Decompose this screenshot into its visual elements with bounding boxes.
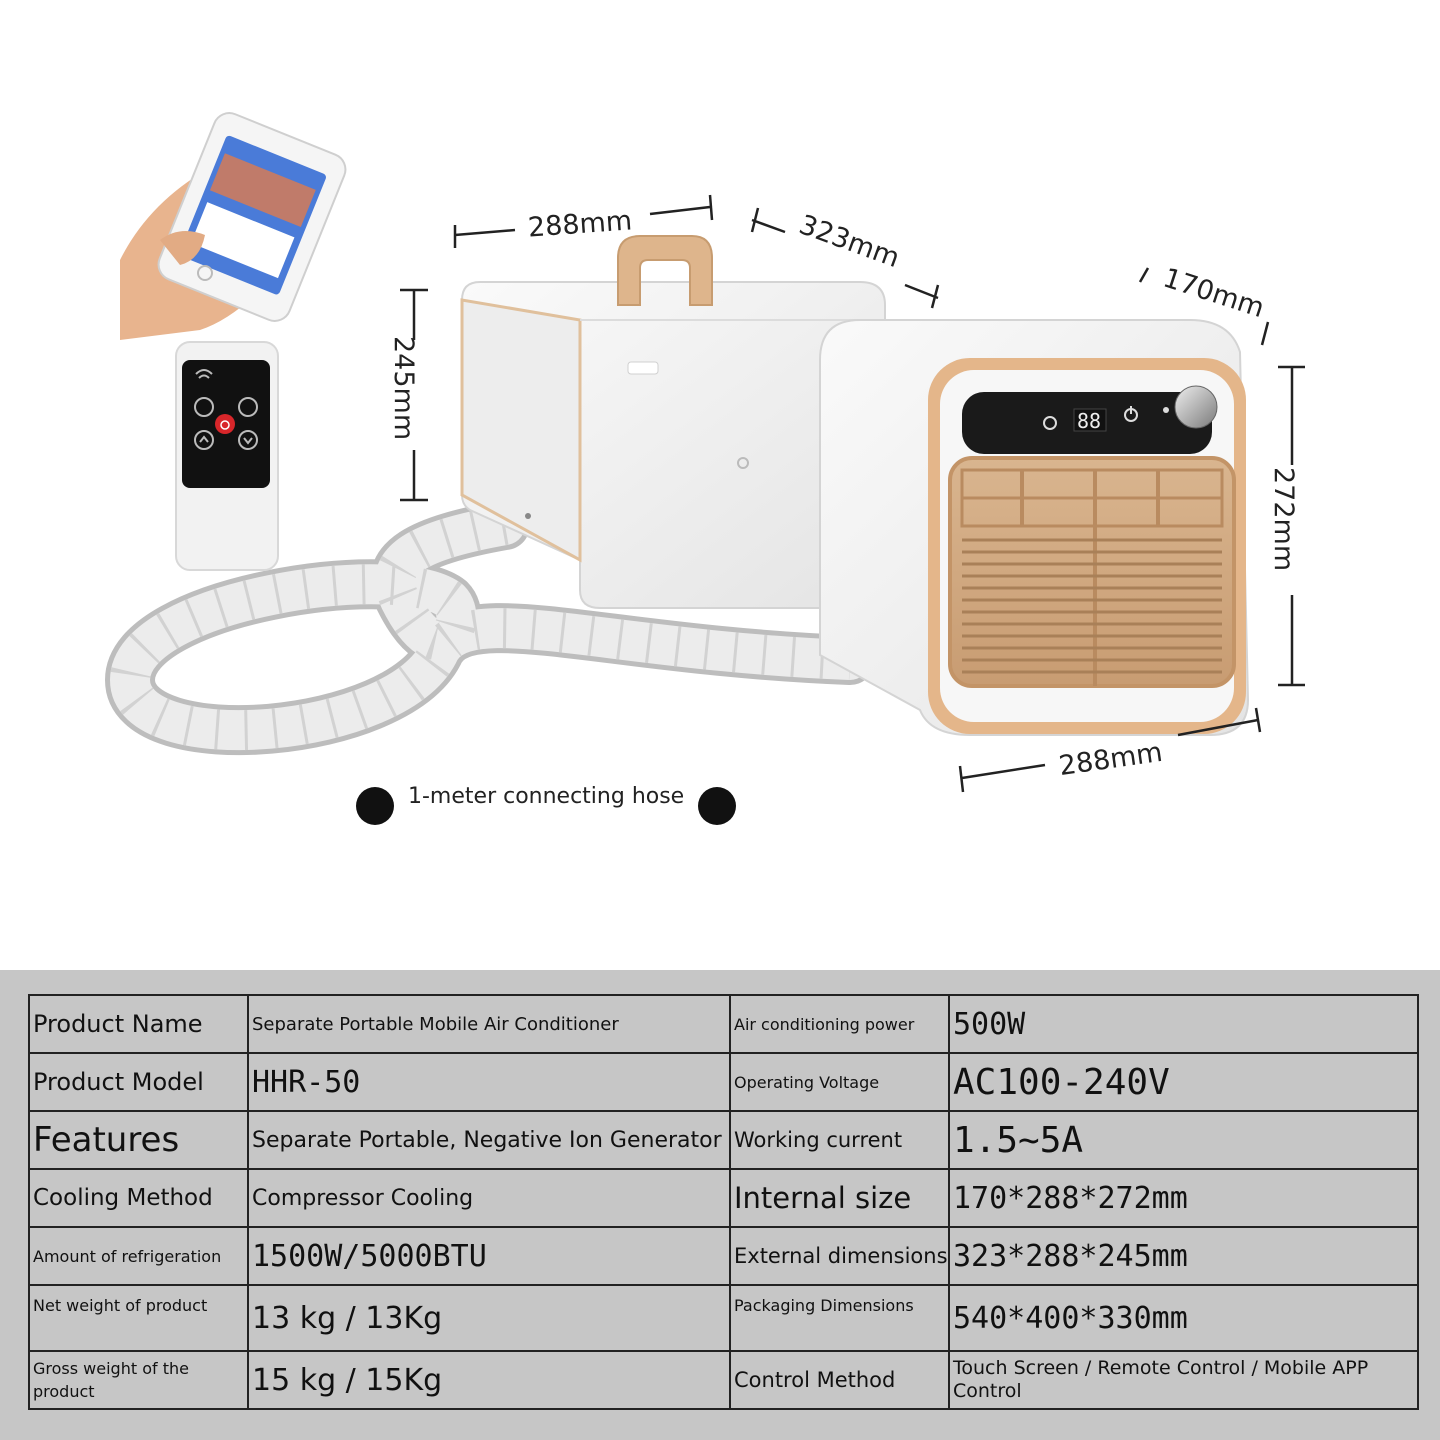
display-digits: 88 — [1077, 409, 1101, 433]
spec-value: 15 kg / 15Kg — [247, 1350, 731, 1410]
spec-value: 323*288*245mm — [948, 1226, 1419, 1286]
hose-label: 1-meter connecting hose — [408, 784, 684, 809]
dim-main-width: 288mm — [527, 205, 633, 243]
spec-value: 13 kg / 13Kg — [247, 1284, 731, 1352]
spec-table: Product Name Separate Portable Mobile Ai… — [28, 994, 1419, 1410]
bullet-right — [698, 787, 736, 825]
spec-label: Product Model — [28, 1052, 249, 1112]
dimension-lines — [400, 194, 1305, 793]
dim-main-depth: 323mm — [795, 209, 903, 274]
spec-label: Packaging Dimensions — [729, 1284, 950, 1352]
spec-value: 170*288*272mm — [948, 1168, 1419, 1228]
spec-value: Compressor Cooling — [247, 1168, 731, 1228]
table-row: Features Separate Portable, Negative Ion… — [28, 1110, 1419, 1170]
dim-main-height: 245mm — [388, 336, 419, 440]
remote-control — [175, 341, 279, 571]
spec-value: 540*400*330mm — [948, 1284, 1419, 1352]
wifi-icon — [195, 369, 213, 379]
spec-label: External dimensions — [729, 1226, 950, 1286]
air-outlet-grille — [948, 456, 1236, 688]
control-knob — [1174, 385, 1218, 429]
table-row: Cooling Method Compressor Cooling Intern… — [28, 1168, 1419, 1228]
indoor-unit: 88 — [819, 319, 1250, 736]
timer-icon — [194, 397, 214, 417]
power-icon — [1124, 406, 1138, 422]
table-row: Net weight of product 13 kg / 13Kg Packa… — [28, 1284, 1419, 1352]
dim-unit-width: 288mm — [1057, 737, 1164, 782]
connecting-hose — [104, 500, 875, 756]
spec-value: 500W — [948, 994, 1419, 1054]
spec-label: Working current — [729, 1110, 950, 1170]
spec-label: Operating Voltage — [729, 1052, 950, 1112]
product-illustration: 88 — [104, 112, 1305, 825]
alarm-icon — [1043, 416, 1057, 430]
spec-label: Net weight of product — [28, 1284, 249, 1352]
spec-value: Separate Portable Mobile Air Conditioner — [247, 994, 731, 1054]
spec-value: AC100-240V — [948, 1052, 1419, 1112]
spec-label: Cooling Method — [28, 1168, 249, 1228]
spec-value: Touch Screen / Remote Control / Mobile A… — [948, 1350, 1419, 1410]
table-row: Product Name Separate Portable Mobile Ai… — [28, 994, 1419, 1054]
table-row: Gross weight of the product 15 kg / 15Kg… — [28, 1350, 1419, 1410]
spec-label: Internal size — [729, 1168, 950, 1228]
spec-label: Gross weight of the product — [28, 1350, 249, 1410]
table-row: Product Model HHR-50 Operating Voltage A… — [28, 1052, 1419, 1112]
spec-value: 1500W/5000BTU — [247, 1226, 731, 1286]
spec-value: HHR-50 — [247, 1052, 731, 1112]
spec-value: 1.5~5A — [948, 1110, 1419, 1170]
dim-unit-depth: 170mm — [1159, 263, 1268, 325]
product-diagram: 88 — [104, 112, 1305, 825]
chevron-down-icon — [238, 430, 258, 450]
spec-label: Amount of refrigeration — [28, 1226, 249, 1286]
spec-value: Separate Portable, Negative Ion Generato… — [247, 1110, 731, 1170]
mobile-app-phone — [120, 112, 347, 340]
spec-label: Product Name — [28, 994, 249, 1054]
spec-panel: Product Name Separate Portable Mobile Ai… — [0, 970, 1440, 1440]
power-icon — [215, 414, 235, 434]
dim-unit-height: 272mm — [1268, 467, 1299, 571]
bullet-left — [356, 787, 394, 825]
bulb-icon — [238, 397, 258, 417]
spec-label: Features — [28, 1110, 249, 1170]
spec-label: Control Method — [729, 1350, 950, 1410]
table-row: Amount of refrigeration 1500W/5000BTU Ex… — [28, 1226, 1419, 1286]
spec-label: Air conditioning power — [729, 994, 950, 1054]
chevron-up-icon — [194, 430, 214, 450]
